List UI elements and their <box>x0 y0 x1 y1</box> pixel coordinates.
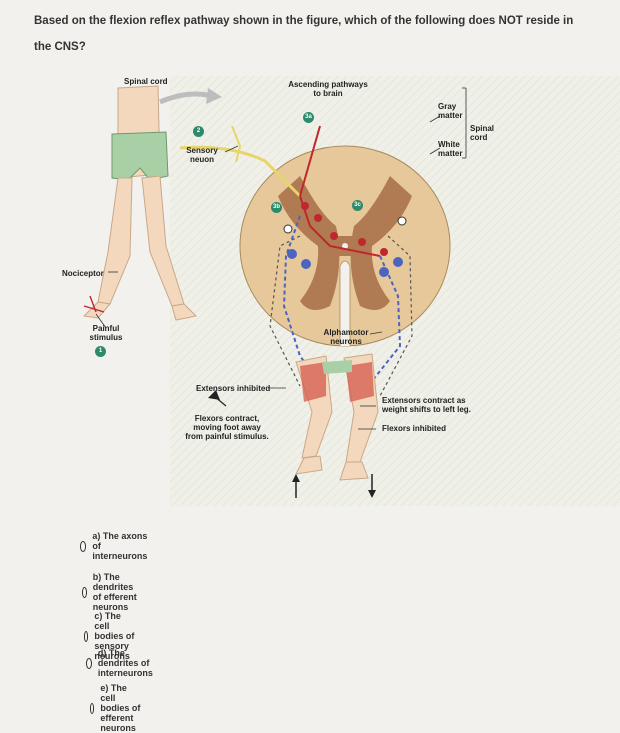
option-e-label: e) The cell bodies of efferent neurons <box>100 683 141 733</box>
label-extensors-inhibited: Extensors inhibited <box>196 384 271 393</box>
label-flexors-contract: Flexors contract, moving foot away from … <box>185 414 269 441</box>
question-line-1: Based on the flexion reflex pathway show… <box>34 15 574 27</box>
label-painful-stimulus: Painful stimulus <box>89 324 123 342</box>
label-gray-matter: Gray matter <box>438 102 463 120</box>
option-c-label: c) The cell bodies of sensory neurons <box>94 611 135 661</box>
label-extensors-contract: Extensors contract as weight shifts to l… <box>382 396 471 414</box>
option-e[interactable]: e) The cell bodies of efferent neurons <box>90 683 143 733</box>
radio-e[interactable] <box>90 702 95 714</box>
option-d-label: d) The dendrites of interneurons <box>97 648 153 678</box>
flexion-reflex-figure: Spinal cord Ascending pathways to brain … <box>0 66 620 506</box>
neuron-cell-bodies <box>283 202 407 277</box>
question-line-2: the CNS? <box>34 41 86 53</box>
radio-b[interactable] <box>82 586 87 598</box>
label-spinal-cord-right: Spinal cord <box>470 124 495 142</box>
option-c[interactable]: c) The cell bodies of sensory neurons <box>84 611 137 661</box>
step-3b-badge: 3b <box>271 202 282 213</box>
step-3a-badge: 3a <box>303 112 314 123</box>
step-1-badge: 1 <box>95 346 106 357</box>
label-spinal-cord: Spinal cord <box>124 77 168 86</box>
label-flexors-inhibited: Flexors inhibited <box>382 424 447 433</box>
left-leg-figure <box>82 85 198 321</box>
step-3c-badge: 3c <box>352 200 363 211</box>
neuron-paths <box>179 125 413 397</box>
option-b-label: b) The dendrites of efferent neurons <box>92 572 137 612</box>
radio-a[interactable] <box>80 540 87 552</box>
reflex-diagram-svg <box>82 76 620 506</box>
option-a-label: a) The axons of interneurons <box>92 531 148 561</box>
down-arrow-head <box>368 490 376 498</box>
label-sensory-neuron: Sensory neuon <box>186 146 218 164</box>
option-b[interactable]: b) The dendrites of efferent neurons <box>82 572 140 612</box>
leader-lines <box>95 87 467 430</box>
label-white-matter: White matter <box>438 140 463 158</box>
radio-d[interactable] <box>86 657 92 669</box>
lower-legs <box>295 353 379 481</box>
zoom-arrow-head <box>206 88 222 104</box>
option-a[interactable]: a) The axons of interneurons <box>80 531 152 561</box>
flexor-arrow-head <box>208 390 220 400</box>
up-arrow-head <box>292 474 300 482</box>
step-2-badge: 2 <box>193 126 204 137</box>
label-ascending-pathways: Ascending pathways to brain <box>288 80 368 98</box>
radio-c[interactable] <box>84 630 89 642</box>
flexor-arrow <box>213 395 227 407</box>
label-nociceptor: Nociceptor <box>62 269 104 278</box>
label-alphamotor-neurons: Alphamotor neurons <box>323 328 369 346</box>
option-d[interactable]: d) The dendrites of interneurons <box>86 648 158 678</box>
question-text: Based on the flexion reflex pathway show… <box>34 8 594 60</box>
